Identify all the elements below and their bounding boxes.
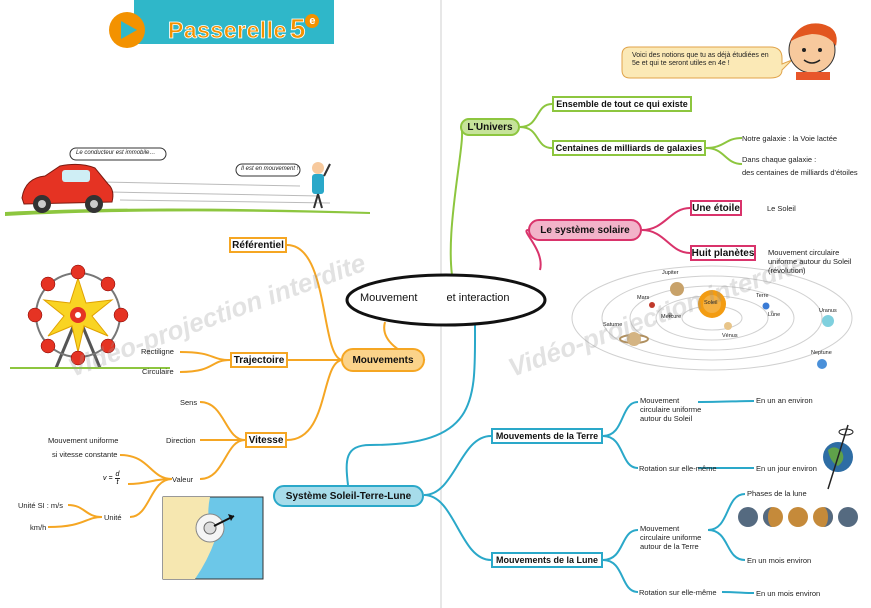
formula-speed: v = d t bbox=[103, 471, 121, 486]
node-systeme-solaire: Le système solaire bbox=[528, 219, 642, 241]
planet-label-mars: Mars bbox=[637, 295, 650, 301]
node-trajectoire: Trajectoire bbox=[230, 352, 288, 368]
node-centaines: Centaines de milliards de galaxies bbox=[552, 140, 706, 156]
hurricane-map-illustration bbox=[162, 496, 264, 580]
label-mvt-uniforme-2: si vitesse constante bbox=[52, 450, 118, 459]
label-kmh: km/h bbox=[30, 523, 47, 532]
label-un-jour: En un jour environ bbox=[756, 464, 817, 473]
boy-avatar bbox=[788, 23, 837, 80]
label-phases: Phases de la lune bbox=[747, 489, 807, 498]
planet-label-soleil: Soleil bbox=[704, 300, 718, 306]
node-ensemble: Ensemble de tout ce qui existe bbox=[552, 96, 692, 112]
grade-number: 5 bbox=[289, 13, 306, 45]
label-mvt-uniforme-1: Mouvement uniforme bbox=[48, 436, 119, 445]
node-mvt-terre: Mouvements de la Terre bbox=[491, 428, 603, 444]
node-une-etoile: Une étoile bbox=[690, 200, 742, 216]
label-le-soleil: Le Soleil bbox=[767, 204, 796, 213]
planet-label-venus: Vénus bbox=[722, 333, 738, 339]
node-mvt-lune: Mouvements de la Lune bbox=[491, 552, 603, 568]
node-huit-planetes: Huit planètes bbox=[690, 245, 756, 261]
car-bubble-1: Le conducteur est immobile… bbox=[76, 150, 156, 156]
planet-label-saturne: Saturne bbox=[603, 322, 623, 328]
solar-system-orbits bbox=[571, 265, 853, 371]
label-sens: Sens bbox=[180, 398, 198, 407]
label-un-mois-1: En un mois environ bbox=[747, 556, 812, 565]
ferris-wheel-illustration bbox=[10, 264, 170, 369]
label-mt-circ-2: circulaire uniforme bbox=[640, 405, 702, 414]
label-chaque-2: des centaines de milliards d'étoiles bbox=[742, 168, 858, 177]
node-univers: L'Univers bbox=[460, 118, 520, 136]
label-rotation-lune: Rotation sur elle-même bbox=[639, 588, 717, 597]
car-bubble-2: Il est en mouvement ! bbox=[241, 166, 299, 172]
formula-denominator: t bbox=[116, 479, 119, 486]
label-mt-circ-3: autour du Soleil bbox=[640, 414, 693, 423]
label-mvt-circ-2: uniforme autour du Soleil bbox=[768, 257, 852, 266]
label-mvt-circ-1: Mouvement circulaire bbox=[768, 248, 840, 257]
label-mt-circ-1: Mouvement bbox=[640, 396, 680, 405]
formula-numerator: d bbox=[114, 471, 121, 479]
grade-suffix: e bbox=[305, 14, 320, 28]
earth-illustration bbox=[823, 424, 854, 490]
formula-v: v = bbox=[103, 475, 113, 482]
label-mvt-circ-3: (révolution) bbox=[768, 266, 806, 275]
planet-label-mercure: Mercure bbox=[661, 314, 682, 320]
node-vitesse: Vitesse bbox=[245, 432, 287, 448]
central-part2: et interaction bbox=[446, 292, 510, 304]
planet-label-lune: Lune bbox=[768, 312, 781, 318]
label-valeur: Valeur bbox=[172, 475, 194, 484]
car-illustration bbox=[5, 147, 370, 216]
central-part1: Mouvement bbox=[360, 292, 418, 304]
planet-label-terre: Terre bbox=[756, 293, 769, 299]
node-referentiel: Référentiel bbox=[229, 237, 287, 253]
planets bbox=[619, 282, 834, 369]
planet-label-uranus: Uranus bbox=[819, 308, 837, 314]
planet-label-neptune: Neptune bbox=[811, 350, 832, 356]
label-unite-si: Unité SI : m/s bbox=[18, 501, 64, 510]
label-ml-circ-1: Mouvement bbox=[640, 524, 680, 533]
node-systeme-stl: Système Soleil-Terre-Lune bbox=[273, 485, 424, 507]
label-notre-galaxie: Notre galaxie : la Voie lactée bbox=[742, 134, 838, 143]
node-mouvements: Mouvements bbox=[341, 348, 425, 372]
title-text: Passerelle bbox=[168, 17, 287, 44]
speech-bubble-text: Voici des notions que tu as déjà étudiée… bbox=[632, 52, 769, 68]
label-un-an: En un an environ bbox=[756, 396, 813, 405]
label-rotation-terre: Rotation sur elle-même bbox=[639, 464, 717, 473]
label-ml-circ-2: circulaire uniforme bbox=[640, 533, 702, 542]
label-un-mois-2: En un mois environ bbox=[756, 589, 821, 598]
label-ml-circ-3: autour de la Terre bbox=[640, 542, 699, 551]
central-node: Mouvement et interaction bbox=[360, 292, 510, 304]
planet-label-jupiter: Jupiter bbox=[662, 270, 679, 276]
label-rectiligne: Rectiligne bbox=[141, 347, 174, 356]
label-chaque-1: Dans chaque galaxie : bbox=[742, 155, 817, 164]
label-unite: Unité bbox=[104, 513, 122, 522]
header-title: Passerelle 5 e bbox=[168, 13, 320, 45]
label-circulaire: Circulaire bbox=[142, 367, 174, 376]
label-direction: Direction bbox=[166, 436, 196, 445]
moon-phases bbox=[738, 507, 858, 527]
